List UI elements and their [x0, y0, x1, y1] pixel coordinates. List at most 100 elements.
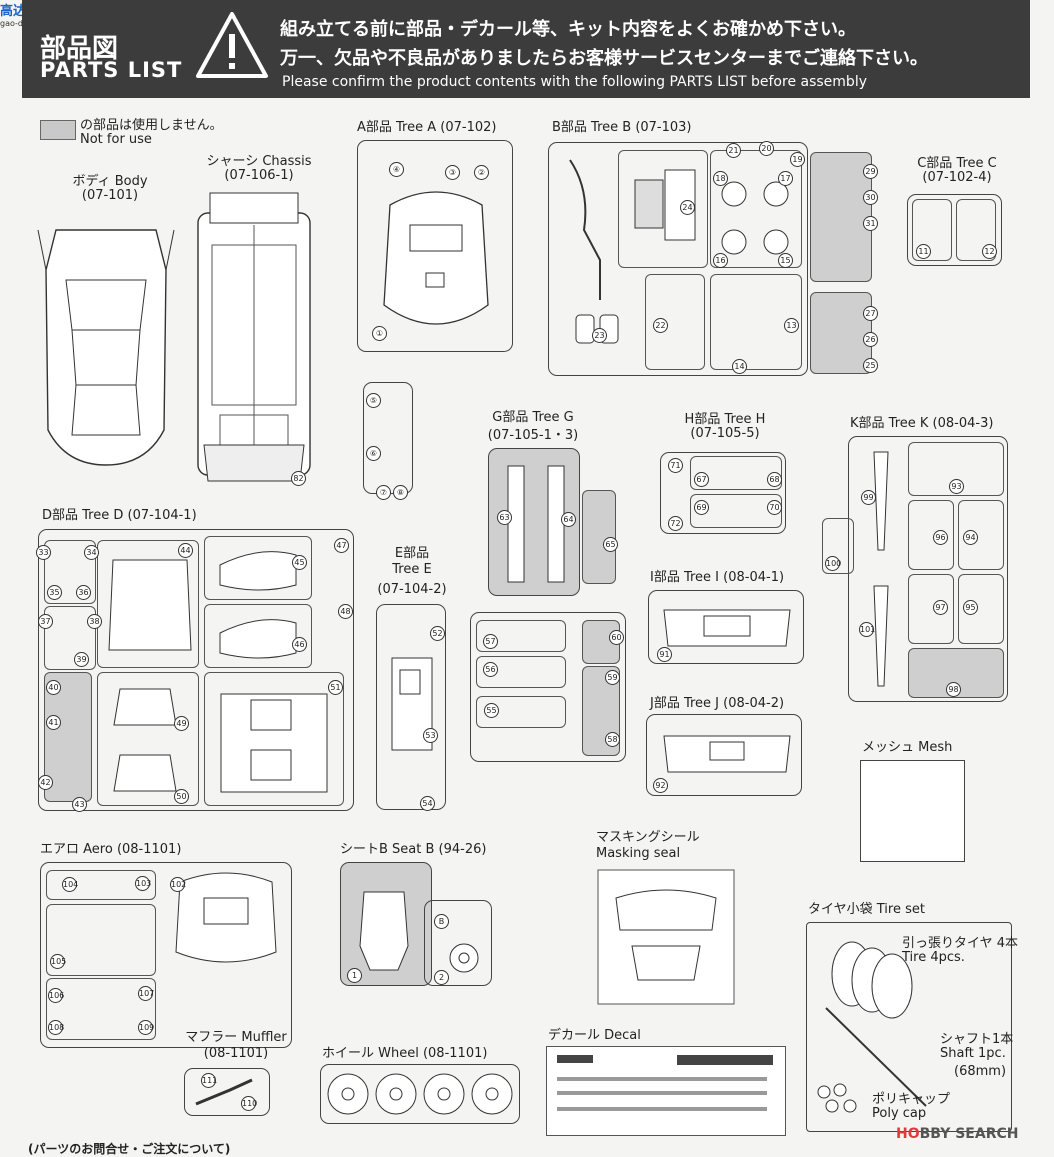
part-number-3: ③ [445, 165, 460, 180]
part-number-31: 31 [863, 216, 878, 231]
tire-en: Tire 4pcs. [902, 950, 965, 965]
chassis-title: シャーシ Chassis [206, 154, 312, 169]
part-number-60: 60 [609, 630, 624, 645]
muffler-code: (08-1101) [203, 1046, 269, 1061]
seat-part-2: 2 [434, 970, 449, 985]
legend-jp: の部品は使用しません。 [80, 118, 223, 133]
tree-g-code: (07-105-1・3) [487, 428, 579, 443]
part-number-54: 54 [420, 796, 435, 811]
part-number-109: 109 [138, 1020, 154, 1035]
tree-d-title: D部品 Tree D (07-104-1) [42, 508, 197, 523]
masking-seal-sheet [597, 869, 735, 1005]
part-number-4: ④ [389, 162, 404, 177]
part-number-19: 19 [790, 152, 805, 167]
part-number-55: 55 [484, 703, 499, 718]
part-number-40: 40 [46, 680, 61, 695]
tree-j-rear-bumper [663, 735, 791, 773]
body-code: (07-101) [81, 188, 139, 203]
part-number-5: ⑤ [366, 393, 381, 408]
part-number-110: 110 [241, 1096, 257, 1111]
warning-triangle-icon [196, 12, 268, 78]
part-number-82: 82 [291, 471, 306, 486]
tree-c-title: C部品 Tree C [917, 156, 997, 171]
part-number-100: 100 [825, 556, 841, 571]
part-number-20: 20 [759, 141, 774, 156]
decal-title: デカール Decal [548, 1028, 641, 1043]
tree-h-sub-69 [690, 494, 782, 528]
tree-d-sub-44 [97, 540, 199, 668]
tree-h-title: H部品 Tree H [684, 412, 766, 427]
tree-b-exhaust [569, 159, 619, 344]
tree-d-panel-44 [108, 559, 192, 651]
tree-j-title: J部品 Tree J (08-04-2) [650, 696, 785, 711]
tree-d-sub-46 [204, 604, 312, 668]
part-number-7: ⑦ [376, 485, 391, 500]
tree-b-sub-wheels [710, 150, 802, 268]
seat-mount-drawing [449, 943, 479, 973]
masking-title2: Masking seal [596, 846, 681, 861]
part-number-33: 33 [36, 545, 51, 560]
shaft-jp: シャフト1本 [940, 1032, 1014, 1047]
part-number-59: 59 [605, 670, 620, 685]
part-number-104: 104 [62, 877, 78, 892]
part-number-57: 57 [483, 634, 498, 649]
tree-b-grey-29 [810, 152, 872, 282]
part-number-30: 30 [863, 190, 878, 205]
tree-i-title: I部品 Tree I (08-04-1) [650, 570, 785, 585]
seat-frame-b [424, 900, 492, 986]
part-number-70: 70 [767, 500, 782, 515]
aero-title: エアロ Aero (08-1101) [40, 842, 182, 857]
part-number-26: 26 [863, 332, 878, 347]
part-number-103: 103 [135, 876, 151, 891]
part-number-51: 51 [328, 680, 343, 695]
part-number-68: 68 [767, 472, 782, 487]
tree-c-code: (07-102-4) [922, 170, 992, 185]
tree-e-title: E部品 [394, 546, 430, 561]
tree-b-sub-24 [618, 150, 708, 268]
aero-sub-108 [46, 978, 156, 1040]
part-number-42: 42 [38, 775, 53, 790]
tree-h-sub-67 [690, 456, 782, 490]
part-number-71: 71 [668, 458, 683, 473]
shaft-length: (68mm) [954, 1064, 1007, 1079]
seat-part-1: 1 [347, 968, 362, 983]
chassis-code: (07-106-1) [224, 168, 294, 183]
part-number-2: ② [474, 165, 489, 180]
muffler-drawing [195, 1078, 253, 1106]
part-number-23: 23 [592, 328, 607, 343]
part-number-14: 14 [732, 359, 747, 374]
part-number-67: 67 [694, 472, 709, 487]
part-number-27: 27 [863, 306, 878, 321]
tree-g-rails [507, 465, 565, 583]
part-number-108: 108 [48, 1020, 64, 1035]
notice-en: Please confirm the product contents with… [282, 74, 867, 90]
part-number-111: 111 [201, 1073, 217, 1088]
aero-sub-105 [46, 904, 156, 976]
part-number-47: 47 [334, 538, 349, 553]
tree-i-frame [648, 590, 804, 664]
tree-d-doors [219, 551, 297, 659]
part-number-53: 53 [423, 728, 438, 743]
cap-en: Poly cap [872, 1106, 927, 1121]
part-number-45: 45 [292, 555, 307, 570]
tree-d-interior [220, 693, 328, 793]
part-number-39: 39 [74, 652, 89, 667]
tree-d-frame [38, 529, 354, 811]
seat-title: シートB Seat B (94-26) [340, 842, 487, 857]
tree-g-sub-56 [476, 656, 566, 688]
tire-title: タイヤ小袋 Tire set [808, 902, 925, 917]
part-number-35: 35 [47, 585, 62, 600]
part-number-12: 12 [982, 244, 997, 259]
tree-k-sub-94 [958, 500, 1004, 570]
poly-cap-drawing [817, 1083, 857, 1113]
part-number-29: 29 [863, 164, 878, 179]
chassis-drawing [197, 192, 311, 482]
tree-g-sub-57 [476, 620, 566, 652]
tree-a-title: A部品 Tree A (07-102) [357, 120, 497, 135]
tree-g-frame [470, 612, 626, 762]
tree-d-sub-37 [44, 606, 96, 670]
part-number-96: 96 [933, 530, 948, 545]
part-number-94: 94 [963, 530, 978, 545]
logo-text: 高达 [0, 4, 27, 19]
tree-k-sub-96 [908, 500, 954, 570]
